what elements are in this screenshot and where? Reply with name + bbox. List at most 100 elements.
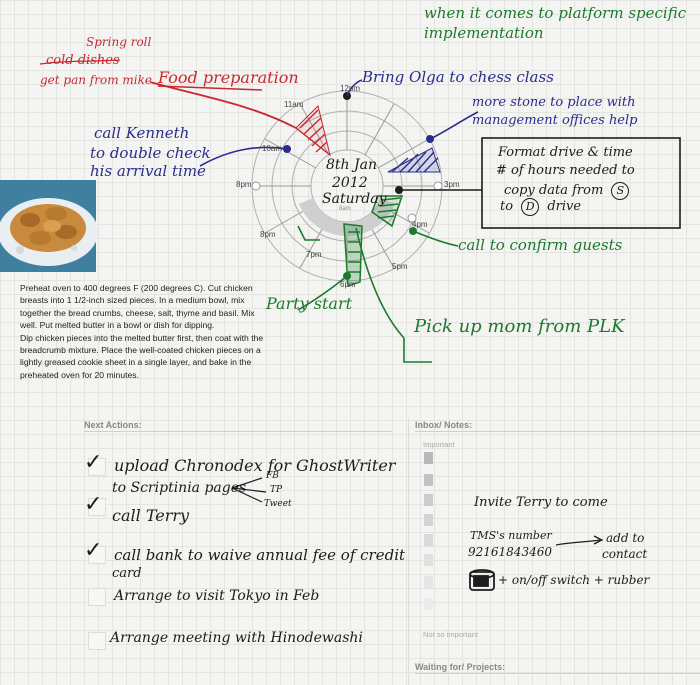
branch-lines: [231, 477, 267, 503]
branch-tp: TP: [270, 485, 283, 495]
next-actions-label: Next Actions:: [84, 420, 142, 430]
get-pan: get pan from mike: [40, 73, 152, 87]
hour-inner: 8am: [339, 206, 351, 212]
arrow-head: [593, 535, 604, 545]
action-checkbox[interactable]: [88, 498, 106, 516]
priority-cell: [424, 554, 433, 566]
food-photo: [0, 180, 98, 272]
inbox-tms-1: TMS's number: [470, 529, 552, 542]
circle-s: S: [611, 182, 630, 200]
box-line4: to D drive: [500, 198, 581, 216]
priority-cell: [424, 514, 433, 526]
column-divider: [408, 418, 409, 685]
hour-5pm: 5pm: [392, 262, 408, 271]
action-item-call-terry[interactable]: call Terry: [112, 506, 190, 525]
party-start: Party start: [266, 294, 353, 313]
top-note-line2: implementation: [424, 24, 544, 42]
inbox-invite: Invite Terry to come: [474, 495, 608, 510]
action-item-upload[interactable]: upload Chronodex for GhostWriter: [114, 456, 396, 475]
branch-tweet: Tweet: [264, 499, 292, 509]
morning-arc: [299, 198, 395, 237]
check-mark-icon: ✓: [84, 450, 103, 475]
format-drive-box: [481, 137, 681, 229]
priority-cell: [424, 534, 433, 546]
line-kenneth: [199, 146, 288, 167]
hour-3pm: 3pm: [444, 180, 460, 189]
hour-8pm-lower: 8pm: [260, 230, 276, 239]
strike-line: [39, 59, 121, 65]
branch-fb: FB: [266, 471, 279, 481]
recipe-para1: Preheat oven to 400 degrees F (200 degre…: [20, 283, 255, 331]
top-note-line1: when it comes to platform specific: [424, 4, 687, 22]
priority-cell: [424, 494, 433, 506]
not-so-important-label: Not so important: [423, 630, 479, 639]
inbox-notes-label: Inbox/ Notes:: [415, 420, 473, 430]
box-line2: # of hours needed to: [496, 163, 635, 178]
action-checkbox[interactable]: [88, 546, 106, 564]
line-more-stone: [429, 111, 479, 140]
dot-3pm-outer: [433, 181, 443, 191]
action-checkbox[interactable]: [88, 588, 106, 606]
hour-12pm: 12pm: [340, 84, 361, 93]
dot-8pm: [251, 181, 261, 191]
priority-cell: [424, 576, 433, 588]
recipe-para2: Dip chicken pieces into the melted butte…: [20, 332, 264, 380]
inbox-add-to-1: add to: [606, 531, 645, 545]
switch-icon: [469, 569, 495, 591]
more-stone-1: more stone to place with: [472, 95, 636, 110]
hour-8pm: 8pm: [236, 180, 252, 189]
date-line2: 2012: [332, 175, 368, 191]
hour-10am: 10am: [262, 144, 283, 153]
red-hatch-segment: [295, 105, 331, 157]
inbox-tms-2: 92161843460: [468, 545, 552, 559]
hour-4pm: 4pm: [412, 220, 428, 229]
action-item-scriptinia[interactable]: to Scriptinia pages: [112, 480, 247, 496]
pick-up-mom: Pick up mom from PLK: [414, 316, 625, 337]
action-item-meeting[interactable]: Arrange meeting with Hinodewashi: [110, 630, 363, 646]
inbox-add-to-2: contact: [602, 547, 648, 561]
important-label: Important: [423, 440, 455, 449]
food-prep-underline: [157, 85, 263, 91]
box-line4-end: drive: [547, 199, 582, 214]
date-line3: Saturday: [322, 191, 387, 207]
food-prep-title: Food preparation: [158, 68, 299, 87]
box-line3-text: copy data from: [504, 183, 604, 198]
priority-cell: [424, 452, 433, 464]
call-kenneth-1: call Kenneth: [94, 124, 190, 142]
waiting-rule: [415, 673, 700, 674]
action-item-card[interactable]: card: [112, 566, 142, 581]
circle-d: D: [521, 198, 540, 216]
chess-note: Bring Olga to chess class: [362, 68, 554, 86]
line-party: [297, 275, 348, 311]
call-guests: call to confirm guests: [458, 236, 623, 254]
more-stone-2: management offices help: [472, 113, 638, 128]
priority-cell: [424, 598, 433, 610]
cold-dishes: cold dishes: [46, 53, 120, 68]
line-guests: [412, 230, 459, 247]
inbox-switch: + on/off switch + rubber: [498, 573, 650, 587]
action-item-call-bank[interactable]: call bank to waive annual fee of credit: [114, 546, 406, 564]
action-checkbox[interactable]: [88, 458, 106, 476]
line-chess: [346, 79, 363, 97]
line-party-2: [297, 225, 320, 241]
arrow-add-contact: [555, 539, 601, 546]
waiting-for-label: Waiting for/ Projects:: [415, 662, 506, 672]
green-hatch-segment: [343, 195, 404, 288]
next-actions-rule: [84, 431, 392, 432]
inbox-rule: [415, 431, 700, 432]
call-kenneth-2: to double check: [90, 144, 211, 162]
spring-roll: Spring roll: [86, 35, 152, 49]
date-line1: 8th Jan: [326, 157, 377, 173]
action-item-tokyo[interactable]: Arrange to visit Tokyo in Feb: [114, 588, 320, 604]
hour-11am: 11am: [284, 100, 304, 109]
box-line4-to: to: [500, 199, 514, 214]
check-mark-icon: ✓: [84, 492, 103, 517]
action-checkbox[interactable]: [88, 632, 106, 650]
hour-6pm: 6pm: [340, 280, 356, 289]
line-pickup: [355, 227, 405, 339]
priority-cell: [424, 474, 433, 486]
line-pickup-2: [403, 338, 432, 363]
check-mark-icon: ✓: [84, 538, 103, 563]
hour-7pm: 7pm: [306, 250, 322, 259]
